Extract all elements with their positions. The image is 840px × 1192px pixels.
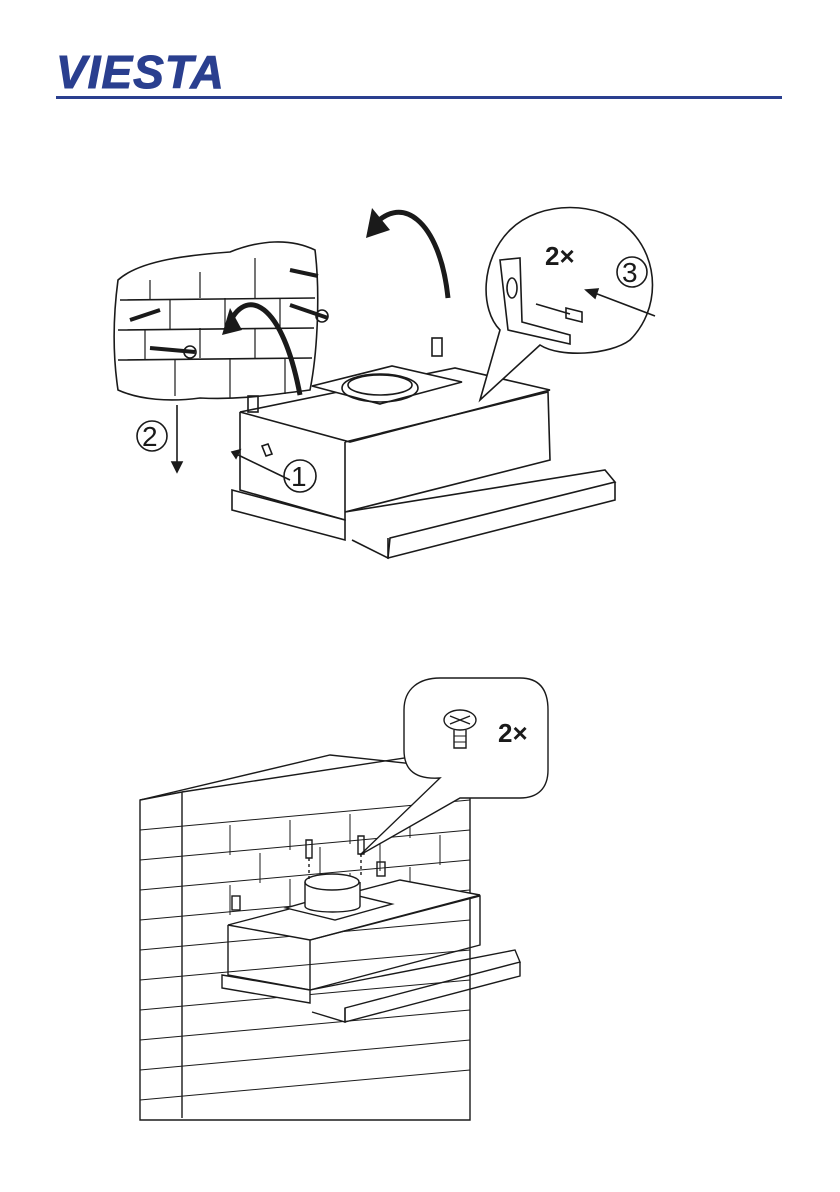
step-3-label: 3	[622, 257, 638, 288]
wall-brick-icon	[114, 242, 318, 400]
callout-quantity-2: 2×	[498, 718, 528, 748]
bracket-screw-icon	[480, 208, 653, 401]
installation-figure-2: 2×	[0, 670, 840, 1140]
down-arrow-icon	[172, 405, 182, 472]
callout-quantity-1: 2×	[545, 241, 575, 271]
brand-name: VIESTA	[56, 50, 225, 94]
step-2-label: 2	[142, 421, 158, 452]
page-header: VIESTA	[0, 0, 840, 110]
step-1-label: 1	[291, 461, 307, 492]
installation-figure-1: 2 1 2× 3	[0, 180, 840, 580]
brand-logo: VIESTA	[56, 50, 276, 99]
header-rule	[56, 96, 782, 99]
viesta-logo-icon: VIESTA	[56, 50, 276, 94]
